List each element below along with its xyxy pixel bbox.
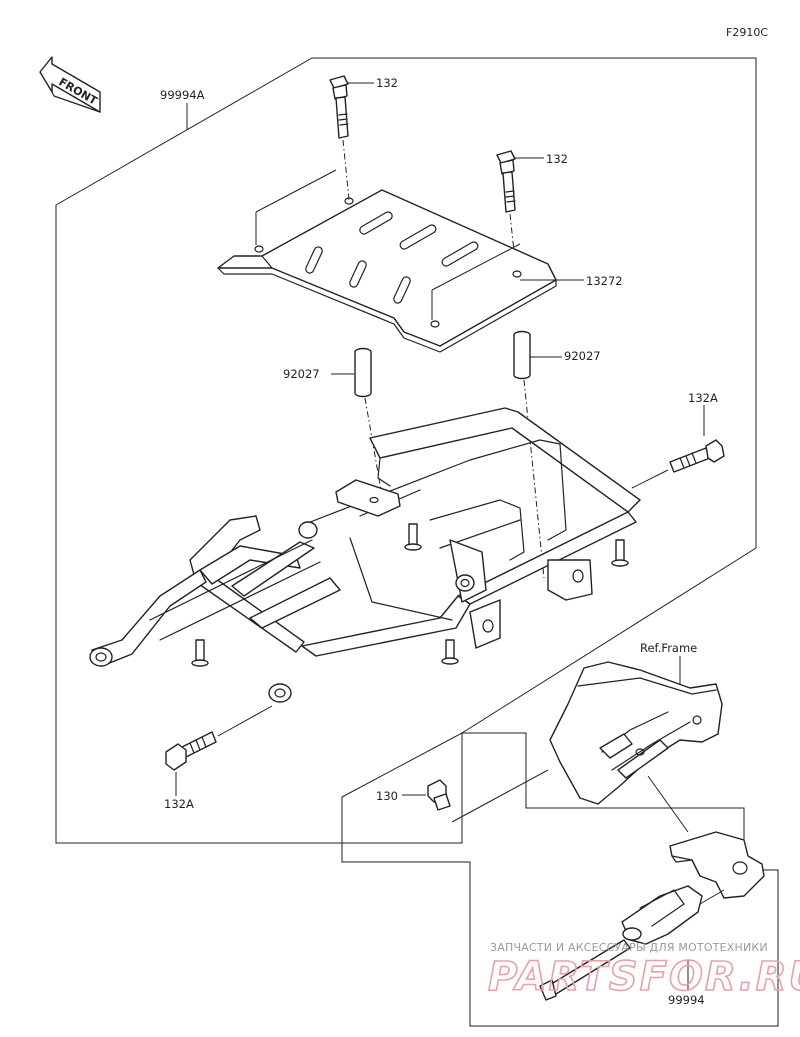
- callout-132-left: 132: [376, 76, 398, 90]
- callout-13272: 13272: [586, 274, 623, 288]
- collar-92027-right: [513, 330, 531, 380]
- figure-code: F2910C: [726, 26, 768, 39]
- bolt-130: [427, 779, 451, 811]
- carrier-plate-13272: [217, 189, 557, 353]
- callout-99994: 99994: [668, 993, 705, 1007]
- bolt-132a-left: [165, 731, 217, 771]
- watermark-tagline: ЗАПЧАСТИ И АКСЕССУАРЫ ДЛЯ МОТОТЕХНИКИ: [490, 941, 768, 954]
- callout-92027-left: 92027: [283, 367, 320, 381]
- rear-carrier-frame: [89, 407, 641, 703]
- callout-130: 130: [376, 789, 398, 803]
- bolt-132a-right: [669, 439, 725, 473]
- watermark-logo: PARTSFOR.RU: [488, 954, 800, 1000]
- reference-frame-section: [549, 661, 723, 805]
- callout-132a-left: 132A: [164, 797, 194, 811]
- callout-92027-right: 92027: [564, 349, 601, 363]
- bracket-assembly-99994: [539, 775, 765, 1001]
- bolt-132-right: [496, 150, 516, 213]
- bolt-132-left: [329, 75, 349, 139]
- callout-132a-right: 132A: [688, 391, 718, 405]
- kit-boundary-99994a: [55, 57, 757, 844]
- front-arrow-icon: FRONT: [39, 56, 101, 113]
- collar-92027-left: [354, 347, 372, 398]
- callout-132-right: 132: [546, 152, 568, 166]
- callout-99994a: 99994A: [160, 88, 205, 102]
- callout-ref-frame: Ref.Frame: [640, 641, 697, 655]
